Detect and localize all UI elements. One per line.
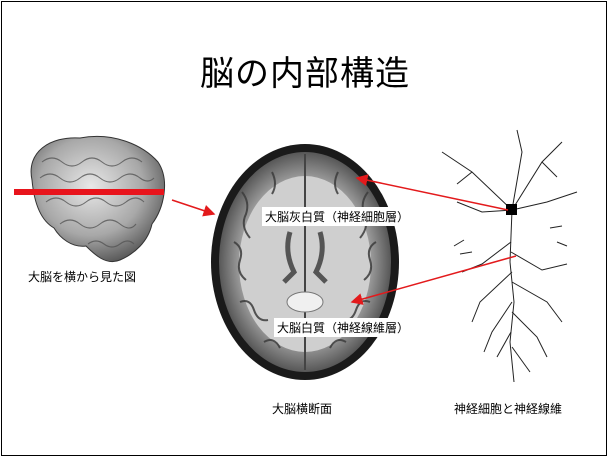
cross-section-caption: 大脳横断面 (272, 402, 333, 416)
slide-title: 脳の内部構造 (200, 54, 410, 94)
neuron-caption: 神経細胞と神経線維 (454, 402, 563, 416)
neuron-image (441, 129, 578, 383)
brain-side-view-image (30, 135, 165, 262)
gray-matter-label: 大脳灰白質（神経細胞層） (262, 207, 413, 226)
brain-cross-section-image (211, 144, 399, 380)
arrow-gray-matter (355, 174, 509, 211)
side-view-caption: 大脳を横から見た図 (28, 270, 137, 284)
arrow-white-matter (350, 255, 517, 305)
neuron-cell-body (506, 204, 517, 215)
arrow-side-to-section (171, 199, 216, 217)
white-matter-label: 大脳白質（神経線維層） (274, 318, 413, 337)
